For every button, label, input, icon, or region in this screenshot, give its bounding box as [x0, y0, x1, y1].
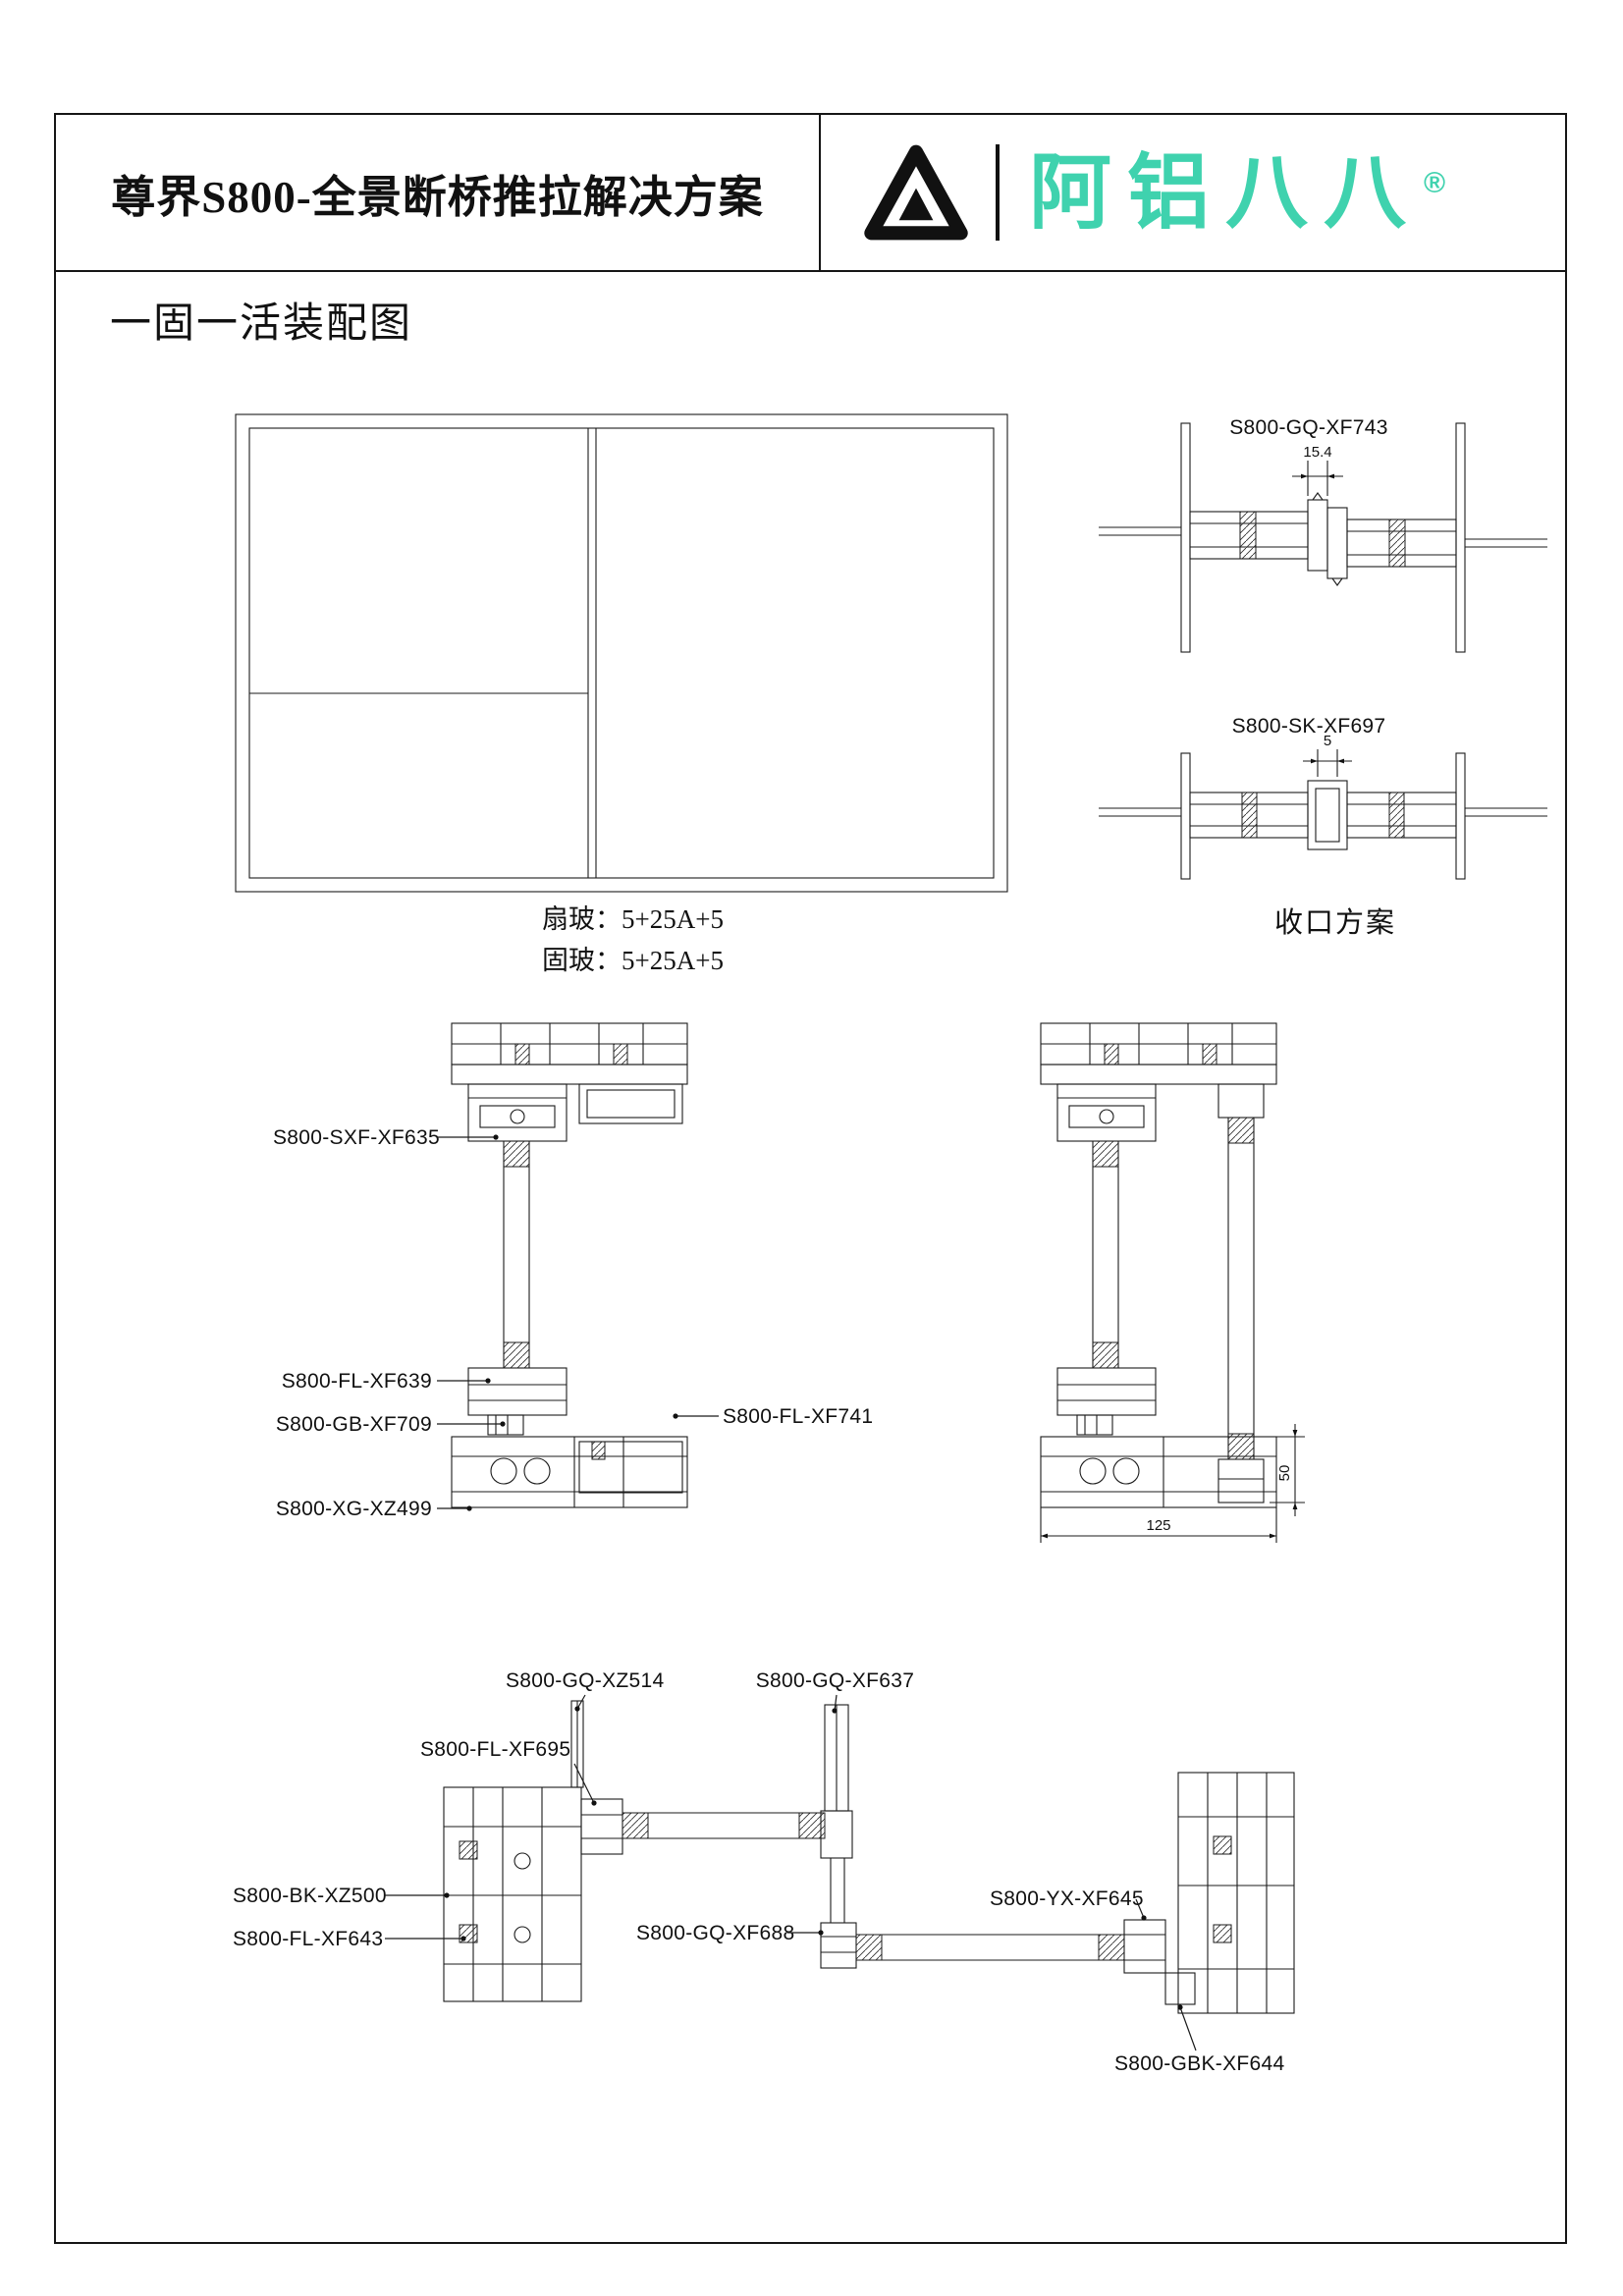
cap-dim-label: 5 — [1324, 733, 1331, 749]
title-block: 尊界S800-全景断桥推拉解决方案 阿铝八八® — [56, 115, 1565, 272]
window-elevation-drawing — [235, 413, 1008, 893]
registered-mark-icon: ® — [1424, 167, 1446, 199]
interlock-section-drawing: 15.4 — [1099, 422, 1547, 653]
part-label-sk-xf697: S800-SK-XF697 — [1231, 715, 1386, 738]
part-label-sxf-xf635: S800-SXF-XF635 — [273, 1126, 440, 1149]
sheet-title: 尊界S800-全景断桥推拉解决方案 — [111, 172, 764, 222]
vertical-section-right-drawing: 50 125 — [1040, 1022, 1305, 1543]
dim-height-label: 50 — [1276, 1465, 1293, 1482]
part-label-yx-xf645: S800-YX-XF645 — [990, 1887, 1144, 1910]
interlock-dim-label: 15.4 — [1303, 444, 1331, 461]
cap-section-drawing: 5 — [1099, 733, 1547, 880]
part-label-gq-xz514: S800-GQ-XZ514 — [506, 1669, 665, 1692]
part-label-xg-xz499: S800-XG-XZ499 — [275, 1498, 432, 1520]
vertical-section-left-drawing — [451, 1022, 688, 1508]
part-label-fl-xf695: S800-FL-XF695 — [420, 1738, 571, 1761]
dim-width-label: 125 — [1146, 1517, 1170, 1534]
part-label-fl-xf639: S800-FL-XF639 — [281, 1370, 432, 1393]
part-label-gb-xf709: S800-GB-XF709 — [275, 1413, 432, 1436]
brand-name-text: 阿铝八八 — [1029, 146, 1423, 239]
title-cell: 尊界S800-全景断桥推拉解决方案 — [56, 115, 821, 270]
glass-notes: 扇玻：5+25A+5 固玻：5+25A+5 — [542, 899, 724, 981]
glass-note-sash: 扇玻：5+25A+5 — [542, 904, 724, 934]
cap-caption: 收口方案 — [1273, 907, 1396, 939]
part-label-gq-xf743: S800-GQ-XF743 — [1229, 416, 1388, 439]
brand-logo: 阿铝八八® — [821, 115, 1565, 270]
brand-divider — [996, 144, 1000, 241]
glass-note-fixed: 固玻：5+25A+5 — [542, 946, 724, 975]
assembly-diagram-title: 一固一活装配图 — [110, 301, 413, 347]
part-label-gq-xf688: S800-GQ-XF688 — [636, 1922, 795, 1944]
part-label-gbk-xf644: S800-GBK-XF644 — [1114, 2052, 1285, 2075]
brand-triangle-icon — [864, 144, 968, 241]
part-label-gq-xf637: S800-GQ-XF637 — [755, 1669, 915, 1692]
part-label-bk-xz500: S800-BK-XZ500 — [233, 1885, 387, 1907]
brand-name: 阿铝八八® — [1029, 151, 1445, 234]
sheet-border: 尊界S800-全景断桥推拉解决方案 阿铝八八® — [54, 113, 1567, 2244]
part-label-fl-xf741: S800-FL-XF741 — [723, 1405, 874, 1428]
part-label-fl-xf643: S800-FL-XF643 — [233, 1928, 384, 1950]
corner-assembly-drawing — [443, 1700, 1295, 2014]
